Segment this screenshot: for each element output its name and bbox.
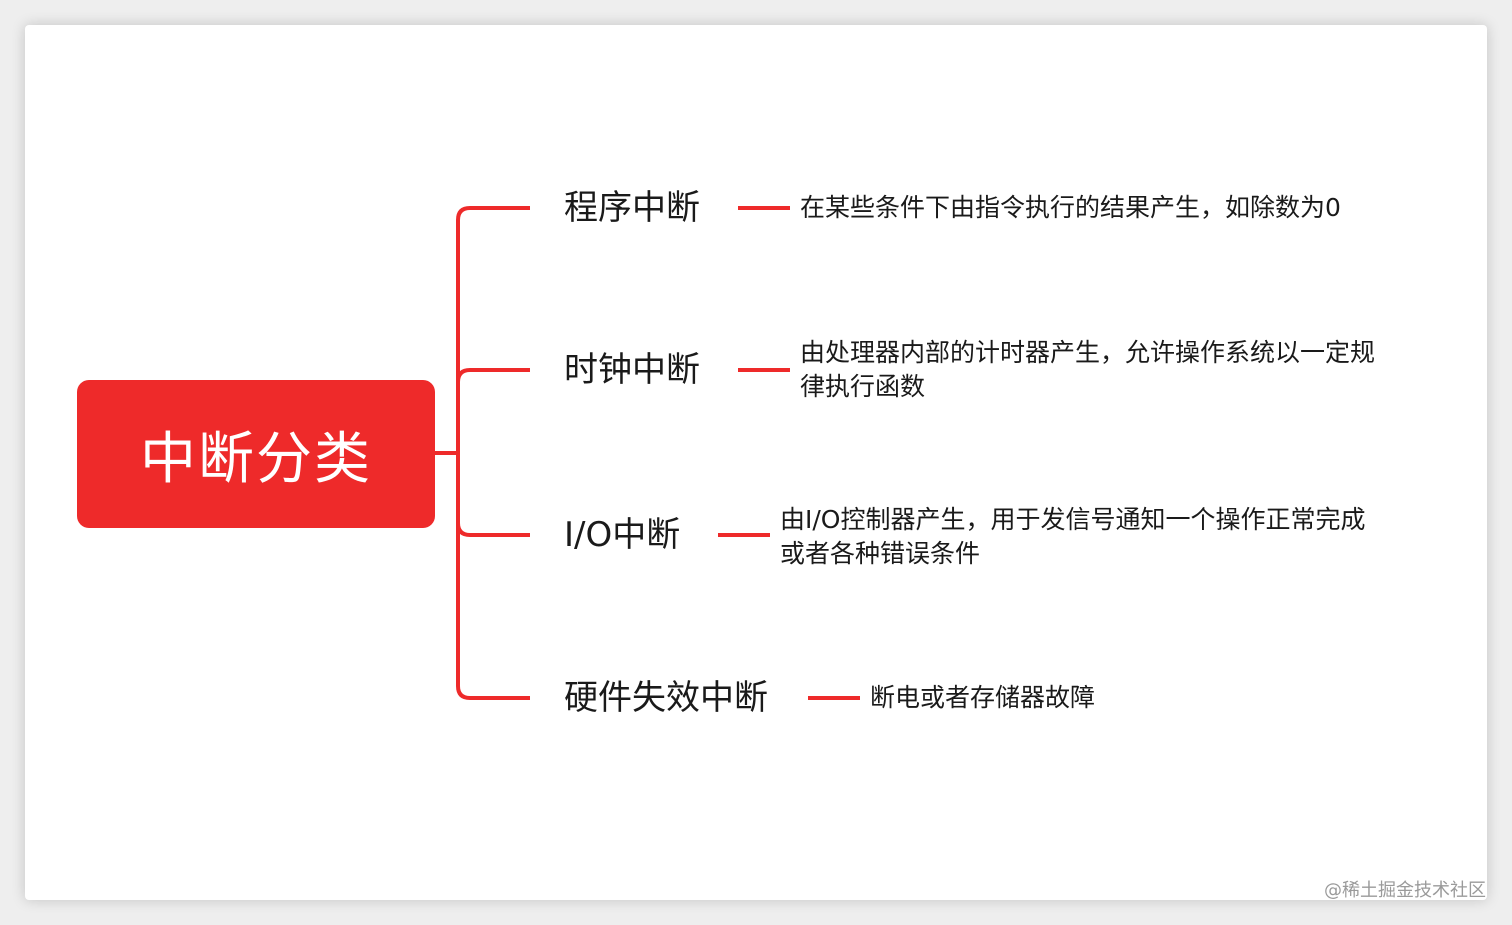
branch-description-clock-interrupt: 由处理器内部的计时器产生，允许操作系统以一定规律执行函数 bbox=[800, 338, 1376, 401]
branch-description-io-interrupt: 由I/O控制器产生，用于发信号通知一个操作正常完成或者各种错误条件 bbox=[780, 505, 1366, 568]
branch-node-program-interrupt: 程序中断 bbox=[564, 188, 700, 228]
bracket-connector bbox=[456, 206, 530, 700]
root-label: 中断分类 bbox=[140, 426, 372, 492]
branch-node-hardware-failure-interrupt: 硬件失效中断 bbox=[564, 678, 768, 718]
branch-description-program-interrupt: 在某些条件下由指令执行的结果产生，如除数为0 bbox=[800, 193, 1341, 222]
branch-connector-2 bbox=[456, 368, 530, 383]
branch-node-io-interrupt: I/O中断 bbox=[564, 515, 681, 555]
root-node: 中断分类 bbox=[77, 380, 435, 528]
watermark: @稀土掘金技术社区 bbox=[1324, 880, 1486, 901]
branch-connector-3 bbox=[456, 522, 530, 537]
branch-description-hardware-failure-interrupt: 断电或者存储器故障 bbox=[870, 683, 1096, 712]
branch-node-clock-interrupt: 时钟中断 bbox=[564, 350, 700, 390]
